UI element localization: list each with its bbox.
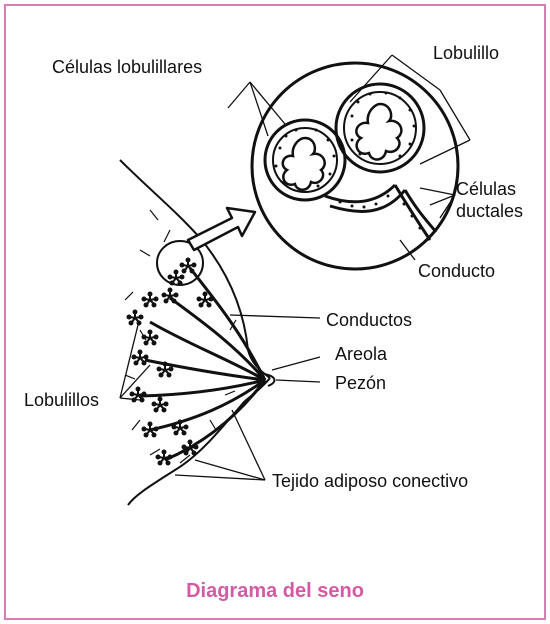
label-conductos: Conductos bbox=[326, 310, 412, 331]
ducts bbox=[140, 268, 265, 460]
label-tejido-adiposo-conectivo: Tejido adiposo conectivo bbox=[272, 471, 468, 492]
label-celulas-lobulillares: Células lobulillares bbox=[52, 57, 202, 78]
label-lobulillo: Lobulillo bbox=[433, 43, 499, 64]
zoom-arrow bbox=[188, 208, 255, 250]
label-conducto: Conducto bbox=[418, 261, 495, 282]
label-areola: Areola bbox=[335, 344, 387, 365]
diagram-caption: Diagrama del seno bbox=[0, 580, 550, 603]
lobule-clusters bbox=[127, 258, 214, 466]
label-celulas-ductales-line2: ductales bbox=[456, 201, 523, 222]
label-lobulillos: Lobulillos bbox=[24, 390, 99, 411]
label-celulas-ductales-line1: Células bbox=[456, 179, 516, 200]
label-pezon: Pezón bbox=[335, 373, 386, 394]
